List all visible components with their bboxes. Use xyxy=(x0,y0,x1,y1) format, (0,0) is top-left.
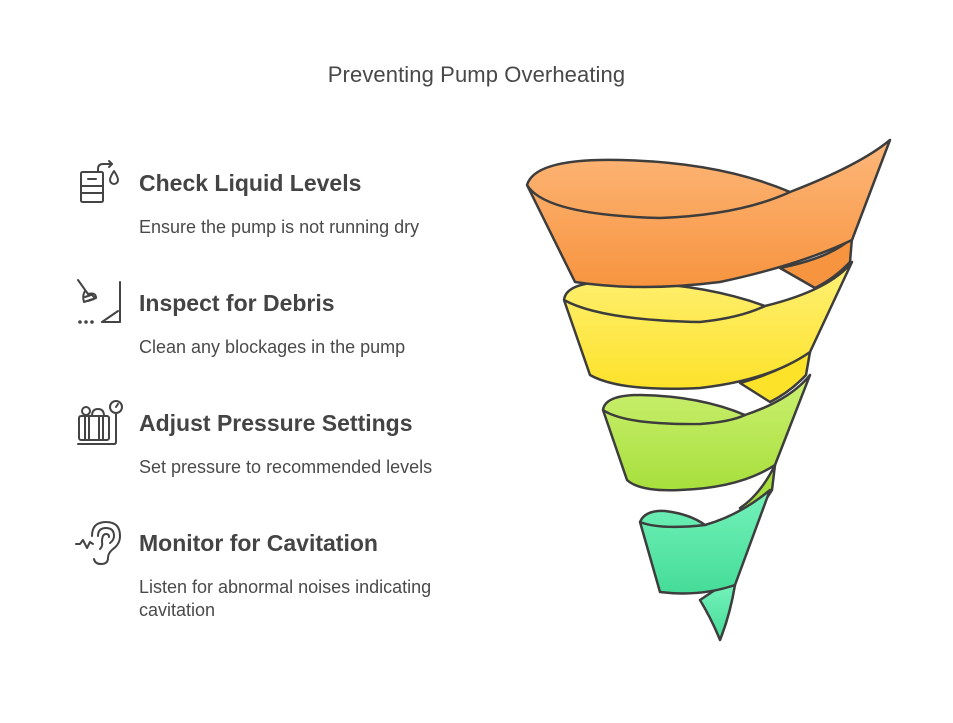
step-heading: Monitor for Cavitation xyxy=(139,530,378,556)
step-heading: Adjust Pressure Settings xyxy=(139,410,413,436)
step-description: Ensure the pump is not running dry xyxy=(139,217,420,237)
rake-debris-icon xyxy=(74,278,124,328)
diagram-title: Preventing Pump Overheating xyxy=(327,62,626,87)
funnel-segment-mint xyxy=(638,488,772,595)
step-heading: Inspect for Debris xyxy=(139,290,335,316)
funnel-segment-lime xyxy=(601,373,812,492)
spiral-funnel-graphic xyxy=(500,120,920,660)
step-heading: Check Liquid Levels xyxy=(139,170,362,196)
step-description: Set pressure to recommended levels xyxy=(139,457,433,477)
pressure-gauge-icon xyxy=(74,398,124,448)
step-description: Clean any blockages in the pump xyxy=(139,337,406,357)
funnel-segment-mint-tail xyxy=(698,583,737,642)
liquid-tank-icon xyxy=(74,158,124,208)
step-description: Listen for abnormal noises indicating ca… xyxy=(139,577,432,620)
ear-listening-icon xyxy=(74,518,124,568)
funnel-segment-orange-back xyxy=(778,236,854,290)
